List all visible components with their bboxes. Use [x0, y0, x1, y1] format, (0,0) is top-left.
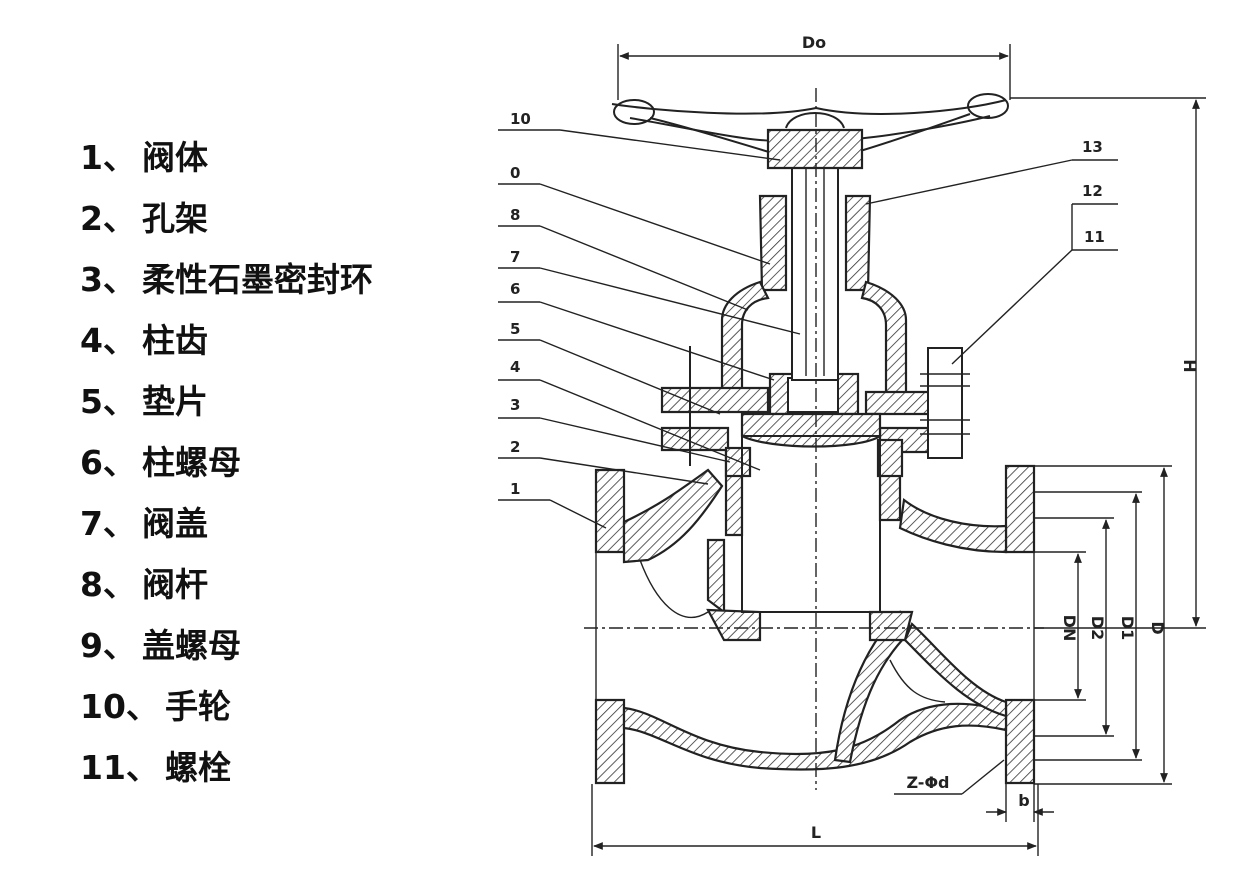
left-lower-flange [594, 698, 626, 785]
callout-leader [539, 225, 749, 311]
centerlines [584, 88, 1044, 790]
body-inner-curve [639, 559, 709, 618]
dimension-lines: Do H L DN D2 D1 D [591, 33, 1206, 856]
callout-leader [539, 379, 761, 471]
valve-bonnet [660, 149, 962, 613]
body-seat-diaphragm [833, 610, 914, 764]
d2-label: D2 [1088, 616, 1107, 640]
legend-item: 11、螺栓 [80, 748, 231, 787]
callout-leader [559, 129, 781, 161]
callout-12: 12 [1082, 182, 1103, 200]
callout-5: 5 [510, 320, 520, 338]
valve-stem [791, 149, 839, 381]
body-seat-right [903, 622, 1008, 718]
legend-item: 2、孔架 [80, 199, 208, 238]
right-lower-flange [1004, 698, 1036, 785]
right-upper-flange [1004, 464, 1036, 554]
callout-leader [865, 159, 1073, 205]
handwheel-hub [766, 128, 864, 170]
body-seat-right-ring [868, 610, 914, 642]
callout-2: 2 [510, 438, 520, 456]
callout-leader [539, 417, 731, 463]
bonnet-right-wall [860, 280, 908, 398]
h-label: H [1180, 359, 1199, 372]
callout-leader [539, 267, 801, 335]
l-label: L [811, 823, 821, 842]
legend-item: 8、阀杆 [80, 565, 208, 604]
callout-8: 8 [510, 206, 520, 224]
callout-leader [951, 249, 1073, 365]
d-label: D [1148, 621, 1167, 634]
zd-label: Z-Φd [906, 773, 949, 792]
callout-4: 4 [510, 358, 520, 376]
callout-leader [539, 339, 721, 415]
yoke-right [844, 194, 872, 292]
callout-6: 6 [510, 280, 520, 298]
body-flange-left [660, 426, 730, 452]
left-upper-flange [594, 468, 626, 554]
body-upper-right-wall [898, 497, 1008, 554]
callout-leader [549, 499, 607, 529]
legend-item: 4、柱齿 [80, 321, 208, 360]
b-label: b [1018, 791, 1029, 810]
legend-item: 3、柔性石墨密封环 [80, 260, 373, 299]
callout-10: 10 [510, 110, 531, 128]
disc-cylinder [741, 435, 881, 613]
zd-leader [961, 759, 1005, 795]
callout-9: 0 [510, 164, 520, 182]
yoke-left [758, 194, 788, 292]
body-upper-left-wall [622, 468, 724, 564]
handwheel-grip-right [967, 93, 1009, 119]
callout-leader [539, 183, 771, 265]
legend-item: 5、垫片 [80, 382, 208, 421]
valve-body [594, 464, 1036, 785]
callout-11: 11 [1084, 228, 1105, 246]
body-inner-curve-right [889, 659, 946, 703]
bonnet-bolts [689, 346, 970, 466]
callout-13: 13 [1082, 138, 1103, 156]
parts-legend: 1、阀体 2、孔架 3、柔性石墨密封环 4、柱齿 5、垫片 6、柱螺母 7、阀盖… [80, 132, 373, 803]
callout-3: 3 [510, 396, 520, 414]
stem-nut-core [787, 377, 839, 413]
dn-label: DN [1060, 615, 1079, 642]
body-neck-left [706, 538, 726, 615]
handwheel [611, 93, 1009, 170]
bonnet-flange-left [660, 386, 770, 414]
callout-leader [539, 301, 775, 381]
legend-item: 6、柱螺母 [80, 443, 241, 482]
legend-item: 9、盖螺母 [80, 626, 241, 665]
packing-ring-right [876, 438, 904, 478]
legend-item: 7、阀盖 [80, 504, 208, 543]
d1-label: D1 [1118, 616, 1137, 640]
body-lower-wall [622, 702, 1008, 771]
callout-1: 1 [510, 480, 520, 498]
callout-7: 7 [510, 248, 520, 266]
callout-leader [539, 457, 709, 485]
valve-disc [740, 412, 882, 448]
legend-item: 10、手轮 [80, 687, 231, 726]
legend-item: 1、阀体 [80, 138, 208, 177]
handwheel-nut-cap [785, 112, 845, 129]
bonnet-left-wall [720, 280, 770, 392]
callouts: 10 0 8 7 6 5 4 3 2 [498, 110, 1118, 529]
do-label: Do [802, 33, 826, 52]
body-seat-left [706, 608, 762, 642]
handwheel-grip-left [613, 99, 655, 125]
handwheel-rim-top [611, 99, 1007, 115]
right-bolt [927, 347, 963, 459]
